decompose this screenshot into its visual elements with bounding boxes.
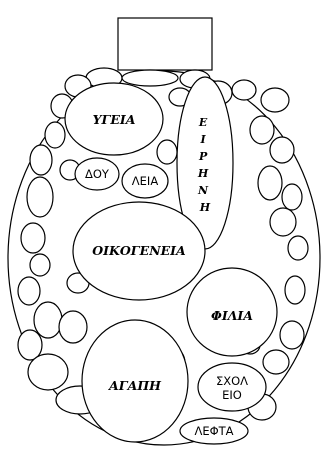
label-work: ΔΟΥ	[85, 167, 110, 181]
label-peace-letter: Η	[197, 167, 209, 180]
label-peace-letter: Ι	[200, 133, 207, 146]
label-school-cont: ΕΙΟ	[222, 388, 242, 402]
label-health: ΥΓΕΙΑ	[93, 112, 136, 127]
label-peace-letter: Η	[199, 201, 211, 214]
label-school: ΣΧΟΛ	[216, 374, 248, 388]
label-money: ΛΕΦΤΑ	[194, 424, 233, 438]
label-friendship: ΦΙΛΙΑ	[211, 308, 253, 323]
label-work-cont: ΛΕΙΑ	[132, 174, 159, 188]
jar-neck	[118, 18, 212, 70]
label-peace-letter: Ρ	[198, 150, 208, 163]
label-peace-letter: Ε	[198, 116, 208, 129]
label-love: ΑΓΑΠΗ	[108, 378, 162, 393]
label-family: ΟΙΚΟΓΕΝΕΙΑ	[92, 243, 186, 258]
label-peace-letter: Ν	[197, 184, 209, 197]
